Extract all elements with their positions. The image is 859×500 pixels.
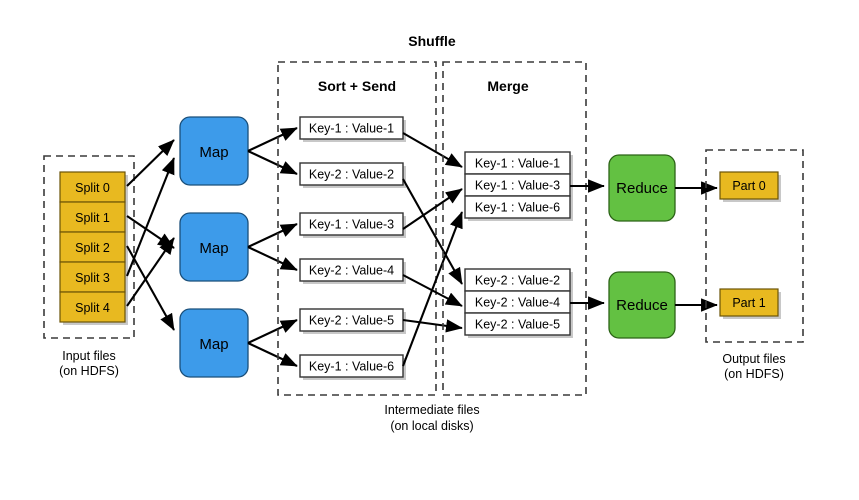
record-label: Key-2 : Value-5	[309, 314, 394, 328]
edge-record2-group1-row2	[402, 188, 463, 230]
edge-record5-group1-row3	[402, 211, 463, 367]
edge-split2-map2	[126, 245, 175, 331]
sort-send-record-list: Key-1 : Value-1 Key-2 : Value-2 Key-1 : …	[299, 116, 404, 378]
edge-map0-record0	[247, 127, 298, 152]
map-label: Map	[199, 336, 228, 353]
edge-split0-map0	[126, 139, 175, 187]
split-to-map-edges	[126, 139, 175, 331]
split-item[interactable]: Split 3	[59, 261, 126, 293]
record-label: Key-1 : Value-6	[475, 201, 560, 215]
edge-record0-group1-row1	[402, 132, 463, 168]
sort-send-title: Sort + Send	[318, 78, 396, 94]
edge-map0-record1	[247, 150, 298, 175]
merge-record[interactable]: Key-1 : Value-3	[464, 173, 571, 197]
merge-container	[442, 61, 587, 396]
reduce-node[interactable]: Reduce	[608, 271, 676, 339]
map-node[interactable]: Map	[179, 116, 249, 186]
map-node[interactable]: Map	[179, 308, 249, 378]
map-label: Map	[199, 144, 228, 161]
output-files-caption-line1: Output files	[722, 352, 785, 366]
merge-group: Key-1 : Value-1 Key-1 : Value-3 Key-1 : …	[464, 151, 571, 219]
output-files-caption-line2: (on HDFS)	[724, 367, 784, 381]
merge-record[interactable]: Key-2 : Value-2	[464, 268, 571, 292]
record-label: Key-1 : Value-3	[309, 218, 394, 232]
record-label: Key-2 : Value-5	[475, 318, 560, 332]
record-label: Key-1 : Value-6	[309, 360, 394, 374]
reduce-to-output-edges	[675, 181, 718, 312]
input-files-caption-line1: Input files	[62, 349, 116, 363]
edge-split3-map0	[126, 157, 175, 277]
split-label: Split 4	[75, 301, 110, 315]
split-label: Split 1	[75, 211, 110, 225]
edge-record1-group2-row1	[402, 178, 463, 285]
merge-group: Key-2 : Value-2 Key-2 : Value-4 Key-2 : …	[464, 268, 571, 336]
map-node[interactable]: Map	[179, 212, 249, 282]
split-list: Split 0 Split 1 Split 2 Split 3 Split 4	[59, 171, 126, 323]
sort-send-to-merge-edges	[402, 132, 463, 367]
output-files-container	[705, 149, 804, 343]
reducer-list: Reduce Reduce	[608, 154, 676, 339]
edge-split1-map1	[126, 215, 175, 249]
split-label: Split 2	[75, 241, 110, 255]
mapper-list: Map Map Map	[179, 116, 249, 378]
split-item[interactable]: Split 0	[59, 171, 126, 203]
edge-record4-group2-row3	[402, 318, 463, 333]
sort-send-record[interactable]: Key-1 : Value-3	[299, 212, 404, 236]
sort-send-record[interactable]: Key-2 : Value-5	[299, 308, 404, 332]
record-label: Key-2 : Value-4	[309, 264, 394, 278]
sort-send-record[interactable]: Key-2 : Value-2	[299, 162, 404, 186]
edge-split4-map1	[126, 237, 175, 307]
merge-title: Merge	[487, 78, 528, 94]
split-label: Split 3	[75, 271, 110, 285]
split-label: Split 0	[75, 181, 110, 195]
shuffle-title: Shuffle	[408, 33, 456, 49]
edge-map2-record5	[247, 342, 298, 367]
intermediate-caption-line1: Intermediate files	[384, 403, 479, 417]
sort-send-record[interactable]: Key-2 : Value-4	[299, 258, 404, 282]
part-label: Part 1	[732, 296, 765, 310]
split-item[interactable]: Split 4	[59, 291, 126, 323]
edge-map1-record2	[247, 223, 298, 248]
output-part[interactable]: Part 1	[719, 288, 779, 317]
edge-map1-record3	[247, 246, 298, 271]
merge-record[interactable]: Key-1 : Value-6	[464, 195, 571, 219]
merge-record[interactable]: Key-2 : Value-4	[464, 290, 571, 314]
record-label: Key-1 : Value-1	[309, 122, 394, 136]
output-part-list: Part 0 Part 1	[719, 171, 779, 317]
intermediate-caption-line2: (on local disks)	[390, 419, 473, 433]
record-label: Key-2 : Value-2	[475, 274, 560, 288]
reduce-label: Reduce	[616, 180, 668, 197]
sort-send-record[interactable]: Key-1 : Value-6	[299, 354, 404, 378]
record-label: Key-2 : Value-4	[475, 296, 560, 310]
merge-record[interactable]: Key-2 : Value-5	[464, 312, 571, 336]
split-item[interactable]: Split 2	[59, 231, 126, 263]
merge-to-reduce-edges	[570, 179, 605, 310]
input-files-caption-line2: (on HDFS)	[59, 364, 119, 378]
record-label: Key-1 : Value-3	[475, 179, 560, 193]
part-label: Part 0	[732, 179, 765, 193]
record-label: Key-1 : Value-1	[475, 157, 560, 171]
reduce-node[interactable]: Reduce	[608, 154, 676, 222]
split-item[interactable]: Split 1	[59, 201, 126, 233]
input-files-container	[43, 155, 135, 339]
map-label: Map	[199, 240, 228, 257]
reduce-label: Reduce	[616, 297, 668, 314]
merge-record[interactable]: Key-1 : Value-1	[464, 151, 571, 175]
edge-map2-record4	[247, 319, 298, 344]
output-part[interactable]: Part 0	[719, 171, 779, 200]
map-to-record-edges	[247, 127, 298, 367]
sort-send-container	[277, 61, 437, 396]
sort-send-record[interactable]: Key-1 : Value-1	[299, 116, 404, 140]
record-label: Key-2 : Value-2	[309, 168, 394, 182]
